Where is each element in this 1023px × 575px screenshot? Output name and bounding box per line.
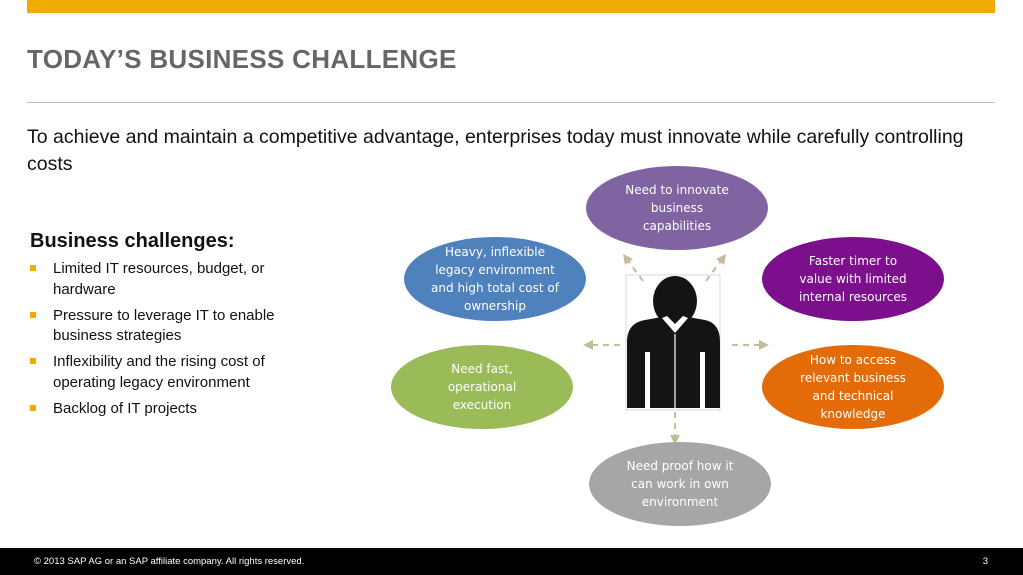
title-divider bbox=[27, 102, 995, 103]
copyright-text: © 2013 SAP AG or an SAP affiliate compan… bbox=[34, 556, 305, 567]
footer: © 2013 SAP AG or an SAP affiliate compan… bbox=[0, 548, 1023, 575]
challenge-item: Limited IT resources, budget, or hardwar… bbox=[30, 259, 290, 300]
bubble-text-line: and high total cost of bbox=[431, 281, 560, 295]
bubble-fast-execution: Need fast, operational execution bbox=[391, 345, 573, 429]
page-number: 3 bbox=[982, 556, 988, 567]
bubble-proof: Need proof how it can work in own environm… bbox=[589, 442, 771, 526]
challenges-list: Limited IT resources, budget, or hardwar… bbox=[30, 259, 290, 419]
bubble-text-line: value with limited bbox=[799, 272, 906, 286]
bubble-shape bbox=[589, 442, 771, 526]
bubble-legacy: Heavy, inflexible legacy environment and h… bbox=[404, 237, 586, 321]
bubble-text-line: Need to innovate bbox=[625, 183, 728, 197]
top-accent-bar bbox=[27, 0, 995, 13]
challenge-text: Pressure to leverage IT to enable busine… bbox=[53, 306, 275, 345]
challenge-diagram: Need to innovate business capabilitiesHeav… bbox=[391, 166, 944, 526]
challenges-heading: Business challenges: bbox=[30, 230, 235, 252]
arrow-to-time-to-value bbox=[705, 253, 726, 282]
bubble-text-line: ownership bbox=[464, 299, 526, 313]
bubble-text-line: relevant business bbox=[800, 371, 906, 385]
bubble-text-line: legacy environment bbox=[435, 263, 555, 277]
bubble-shape bbox=[762, 237, 944, 321]
business-challenges: Business challenges: Limited IT resource… bbox=[30, 230, 290, 425]
bullet-icon bbox=[30, 265, 36, 271]
bullet-icon bbox=[30, 404, 36, 411]
bubble-text-line: Need proof how it bbox=[627, 459, 734, 473]
bubble-shape bbox=[391, 345, 573, 429]
challenge-text: Inflexibility and the rising cost of ope… bbox=[53, 353, 265, 391]
bubble-shape bbox=[404, 237, 586, 321]
bubble-knowledge: How to access relevant business and techni… bbox=[762, 345, 944, 429]
bubble-text-line: Need fast, bbox=[451, 362, 513, 376]
connector-arrows bbox=[583, 253, 769, 445]
arrow-to-legacy bbox=[623, 253, 644, 282]
bubble-shape bbox=[586, 166, 768, 250]
challenge-text: Backlog of IT projects bbox=[53, 399, 197, 417]
challenge-item: Inflexibility and the rising cost of ope… bbox=[30, 352, 290, 393]
bubble-text-line: operational bbox=[448, 380, 516, 394]
bullet-icon bbox=[30, 311, 36, 318]
challenge-text: Limited IT resources, budget, or hardwar… bbox=[53, 260, 265, 298]
bubble-time-to-value: Faster timer to value with limited interna… bbox=[762, 237, 944, 321]
bubble-text-line: How to access bbox=[810, 353, 896, 367]
bubble-shape bbox=[762, 345, 944, 429]
bubble-text-line: execution bbox=[453, 398, 511, 412]
bubble-text-line: Faster timer to bbox=[809, 254, 897, 268]
business-person-icon bbox=[625, 274, 721, 411]
challenge-item: Backlog of IT projects bbox=[30, 399, 290, 420]
bubble-text-line: Heavy, inflexible bbox=[445, 245, 545, 259]
slide-title: TODAY’S BUSINESS CHALLENGE bbox=[27, 44, 457, 74]
challenge-bubbles: Need to innovate business capabilitiesHeav… bbox=[391, 166, 944, 526]
bubble-text-line: internal resources bbox=[799, 290, 907, 304]
bullet-icon bbox=[30, 358, 36, 364]
slide-subtitle: To achieve and maintain a competitive ad… bbox=[27, 126, 964, 175]
bubble-text-line: and technical bbox=[813, 389, 894, 403]
bubble-text-line: business bbox=[651, 201, 703, 215]
challenge-item: Pressure to leverage IT to enable busine… bbox=[30, 306, 290, 347]
bubble-text-line: environment bbox=[642, 495, 719, 509]
bubble-innovate: Need to innovate business capabilities bbox=[586, 166, 768, 250]
bubble-text-line: can work in own bbox=[631, 477, 729, 491]
bubble-text-line: capabilities bbox=[643, 219, 711, 233]
bubble-text-line: knowledge bbox=[820, 407, 885, 421]
